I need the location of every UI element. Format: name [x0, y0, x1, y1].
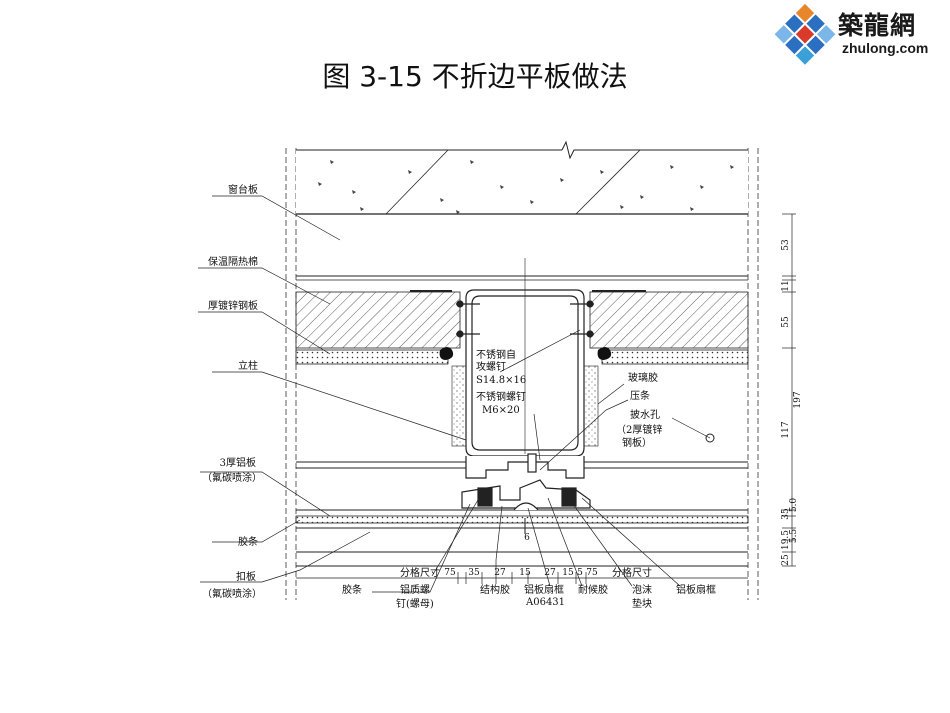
label-b-grid-left: 分格尺寸	[400, 566, 440, 579]
left-leader-lines	[198, 195, 467, 583]
label-b-alu-screw-a: 铝质螺	[400, 584, 430, 596]
bottom-leader-lines	[372, 497, 681, 593]
logo-brand: 築龍網	[838, 11, 917, 40]
dim-bottom-15: 15	[519, 568, 531, 578]
label-alu-3mm-sub: （氟碳喷涂）	[202, 471, 262, 484]
label-b-frame-a: 铝板扇框	[524, 583, 564, 596]
label-b-foam-b: 垫块	[632, 597, 652, 610]
bottom-labels: 胶条 分格尺寸 分格尺寸 铝质螺 钉(螺母) 结构胶 铝板扇框 A06431 耐…	[342, 566, 716, 610]
label-b-frame-b: 铝板扇框	[676, 583, 716, 596]
dim-bottom-6: 6	[524, 533, 530, 543]
label-screw1-c: S14.8×16	[476, 375, 526, 386]
fixing-assembly	[461, 453, 591, 534]
dim-bottom-15-right: 15	[562, 568, 574, 578]
dim-right-5-5: 5.5	[789, 529, 799, 544]
zhulong-logo: 築龍網 zhulong.com	[768, 0, 950, 68]
left-labels: 窗台板 保温隔热棉 厚镀锌钢板 立柱 3厚铝板 （氟碳喷涂） 胶条 扣板 （氟碳…	[202, 183, 262, 600]
label-drain-c: 钢板）	[622, 436, 652, 449]
label-press-strip: 压条	[630, 389, 650, 402]
label-insulation: 保温隔热棉	[208, 255, 258, 268]
label-screw1-b: 攻螺钉	[476, 360, 506, 373]
label-b-foam-a: 泡沫	[632, 583, 652, 596]
bottom-dimension-labels: 75 35 27 15 27 15 5 75 6	[444, 533, 598, 578]
logo-mark-icon	[774, 3, 836, 65]
dim-right-53: 53	[781, 239, 791, 251]
dim-bottom-75-right: 75	[586, 568, 598, 578]
figure-title: 图 3-15 不折边平板做法	[322, 60, 628, 93]
label-screw2-b: M6×20	[482, 405, 520, 416]
logo-url: zhulong.com	[842, 40, 929, 56]
right-dimension-labels: 53 11 55 197 117 35 5.0 19.5 5.5 25	[781, 239, 803, 566]
dim-right-19-5: 19.5	[781, 530, 791, 550]
label-screw2-a: 不锈钢螺钉	[476, 390, 526, 403]
label-drain-a: 披水孔	[630, 408, 660, 421]
dim-right-5-0: 5.0	[789, 498, 799, 513]
dim-bottom-5: 5	[577, 568, 583, 578]
label-drain-b: （2厚镀锌	[616, 423, 662, 436]
label-b-frame-code: A06431	[525, 597, 565, 608]
interior-labels: 不锈钢自 攻螺钉 S14.8×16 不锈钢螺钉 M6×20 玻璃胶 压条 披水孔…	[476, 348, 662, 449]
dim-right-55: 55	[781, 316, 791, 328]
glass-glue-fill	[451, 365, 599, 447]
insulation-layers	[295, 290, 749, 365]
dim-bottom-75-left: 75	[444, 568, 456, 578]
label-cover-plate-sub: （氟碳喷涂）	[202, 587, 262, 600]
dim-right-11: 11	[781, 280, 791, 291]
label-b-rubber: 胶条	[342, 583, 362, 596]
boundary-dashed-lines	[285, 148, 759, 600]
label-galv-plate: 厚镀锌钢板	[208, 299, 258, 312]
dim-right-35: 35	[781, 508, 791, 520]
dim-bottom-35-left: 35	[468, 568, 480, 578]
bottom-dimension-chain	[296, 572, 748, 584]
right-dimension-chain	[782, 213, 796, 567]
horizontal-bands	[295, 461, 749, 567]
interior-leader-lines	[499, 329, 711, 471]
dim-right-117: 117	[781, 421, 791, 438]
label-rubber-strip: 胶条	[238, 535, 258, 548]
concrete-slab	[296, 140, 748, 215]
label-glass-glue: 玻璃胶	[628, 371, 658, 384]
sill-board	[296, 258, 748, 454]
label-b-grid-right: 分格尺寸	[612, 566, 652, 579]
label-b-alu-screw-b: 钉(螺母)	[396, 598, 434, 610]
dim-bottom-27-right: 27	[544, 568, 556, 578]
label-mullion: 立柱	[238, 359, 258, 372]
sealant-blobs	[439, 347, 612, 360]
dim-right-25: 25	[781, 554, 791, 566]
label-sill-board: 窗台板	[228, 183, 258, 196]
label-alu-3mm: 3厚铝板	[220, 456, 256, 469]
dim-bottom-27-left: 27	[494, 568, 506, 578]
label-screw1-a: 不锈钢自	[476, 348, 516, 361]
screw-icons	[456, 300, 594, 338]
label-b-weather-glue: 耐候胶	[578, 583, 608, 596]
dim-right-197: 197	[793, 391, 803, 408]
label-cover-plate: 扣板	[236, 570, 256, 583]
label-b-struct-glue: 结构胶	[480, 583, 510, 596]
